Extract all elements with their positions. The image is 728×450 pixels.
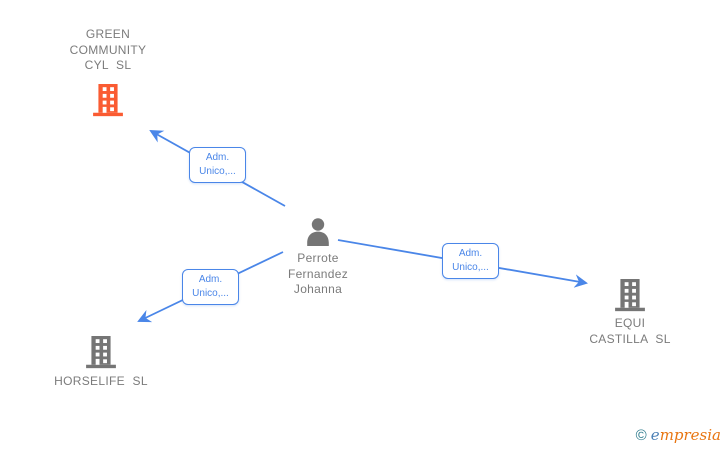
building-icon: [614, 279, 646, 312]
person-name: Perrote Fernandez Johanna: [287, 251, 349, 296]
company-node-green-community[interactable]: GREEN COMMUNITY CYL SL: [38, 27, 178, 117]
empresia-watermark: © empresia: [636, 426, 721, 445]
edge-label-text: Unico,...: [199, 166, 236, 177]
building-icon: [92, 83, 124, 117]
company-node-equi-castilla[interactable]: EQUI CASTILLA SL: [560, 279, 700, 347]
edge-label-text: Unico,...: [192, 288, 229, 299]
company-node-horselife[interactable]: HORSELIFE SL: [31, 336, 171, 390]
edge-label-text: Adm.: [205, 152, 230, 163]
copyright-icon: ©: [635, 427, 647, 444]
person-icon: [303, 217, 333, 247]
company-name: EQUI CASTILLA SL: [589, 316, 671, 346]
edge-label-text: Adm.: [458, 248, 483, 259]
person-node-perrote-fernandez[interactable]: Perrote Fernandez Johanna: [248, 217, 388, 298]
company-name: HORSELIFE SL: [54, 374, 148, 388]
edge-label-text: Unico,...: [452, 262, 489, 273]
edge-label-adm-unico-equi-castilla[interactable]: Adm. Unico,...: [442, 243, 499, 279]
edge-label-adm-unico-green-community[interactable]: Adm. Unico,...: [189, 147, 246, 183]
edge-label-adm-unico-horselife[interactable]: Adm. Unico,...: [182, 269, 239, 305]
edge-label-text: Adm.: [198, 274, 223, 285]
empresia-logo: empresia: [650, 426, 721, 444]
building-icon: [85, 336, 117, 369]
company-name: GREEN COMMUNITY CYL SL: [69, 27, 147, 72]
